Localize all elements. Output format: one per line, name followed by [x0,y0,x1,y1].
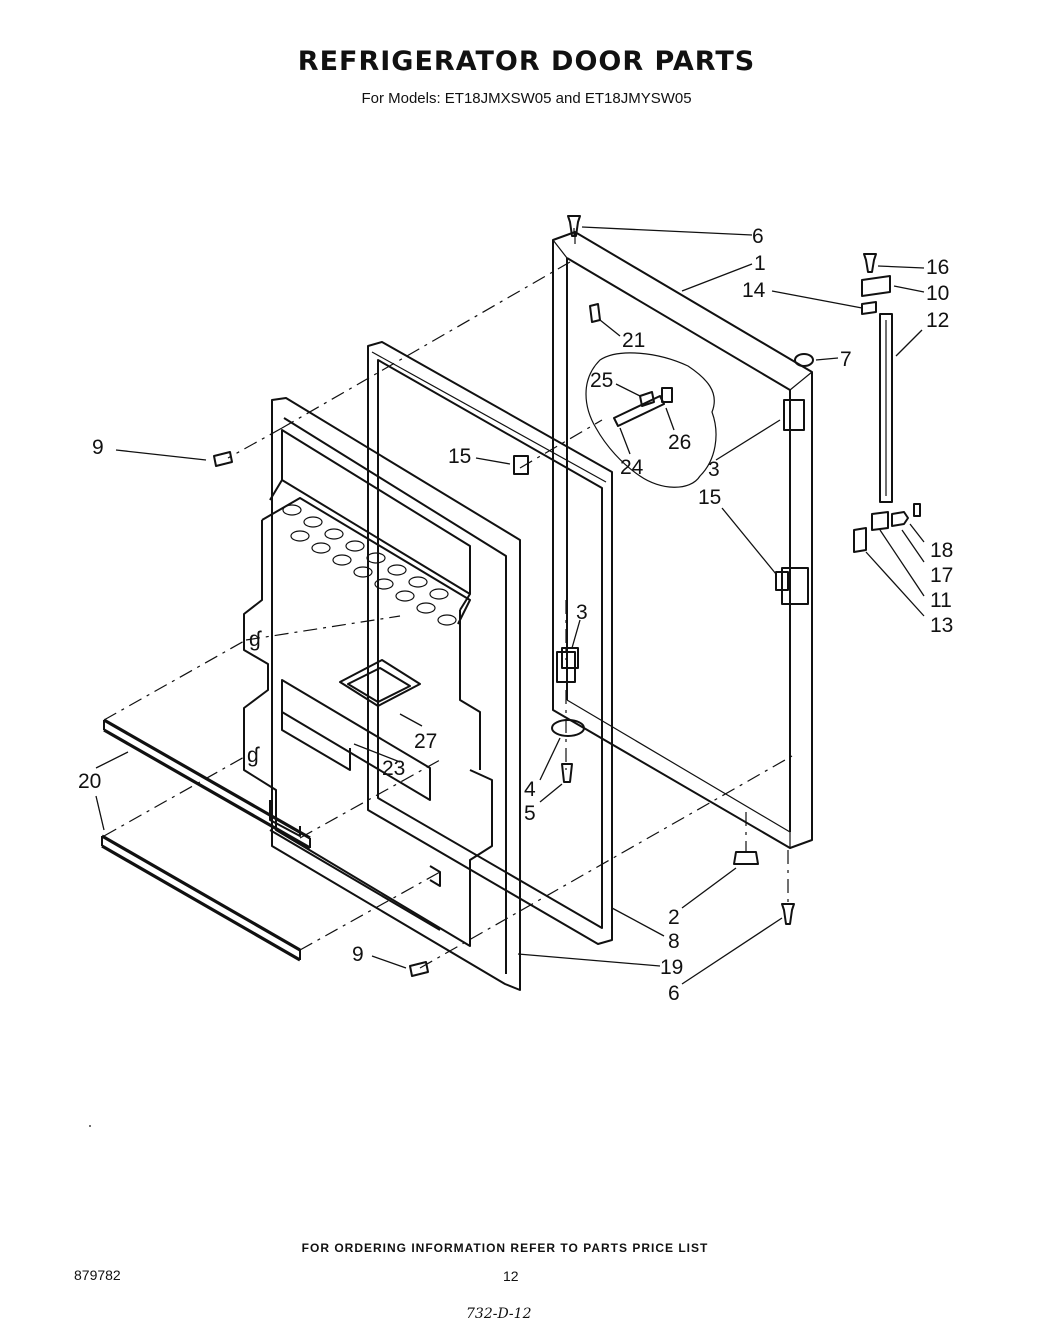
callout-27: 27 [414,730,437,753]
callout-15-right: 15 [698,486,721,509]
egg-holes [282,504,457,626]
page-title: REFRIGERATOR DOOR PARTS [297,46,756,77]
callout-3-right: 3 [708,458,720,481]
callout-25: 25 [590,369,613,392]
callout-2: 2 [668,906,680,929]
scan-speck [89,1125,91,1127]
callout-4: 4 [524,778,536,801]
callout-6-bottom: 6 [668,982,680,1005]
callout-17: 17 [930,564,953,587]
model-subtitle: For Models: ET18JMXSW05 and ET18JMYSW05 [361,90,692,107]
callout-7: 7 [840,348,852,371]
svg-text:ɠ: ɠ [249,628,262,651]
callout-16: 16 [926,256,949,279]
callout-10: 10 [926,282,949,305]
door-shelf-rails [101,718,311,962]
callout-26: 26 [668,431,691,454]
callout-23: 23 [382,757,405,780]
callout-19: 19 [660,956,683,979]
callout-3-mid: 3 [576,601,588,624]
callout-8: 8 [668,930,680,953]
assembly-lines [103,228,793,969]
page-number: 12 [503,1268,519,1284]
callout-6-top: 6 [752,225,764,248]
callout-1: 1 [754,252,766,275]
callout-14: 14 [742,279,766,302]
callout-15-left: 15 [448,445,471,468]
ordering-note: FOR ORDERING INFORMATION REFER TO PARTS … [301,1241,709,1255]
callout-20: 20 [78,770,101,793]
callout-11: 11 [930,589,952,612]
callout-9-top: 9 [92,436,104,459]
document-number: 879782 [74,1267,121,1283]
callout-18: 18 [930,539,953,562]
door-gasket [367,341,613,945]
callout-21: 21 [622,329,645,352]
handwritten-code: 732-D-12 [466,1306,532,1322]
callout-24: 24 [620,456,644,479]
callout-5: 5 [524,802,536,825]
leader-lines [95,226,925,985]
callout-numbers: 6 1 16 14 10 12 21 7 25 26 9 15 24 3 15 … [78,225,953,1005]
door-outer-panel [552,231,813,849]
svg-text:ɠ: ɠ [247,744,260,767]
door-liner: ɠ ɠ [243,397,521,991]
callout-12: 12 [926,309,949,332]
callout-9-bottom: 9 [352,943,364,966]
callout-13: 13 [930,614,953,637]
